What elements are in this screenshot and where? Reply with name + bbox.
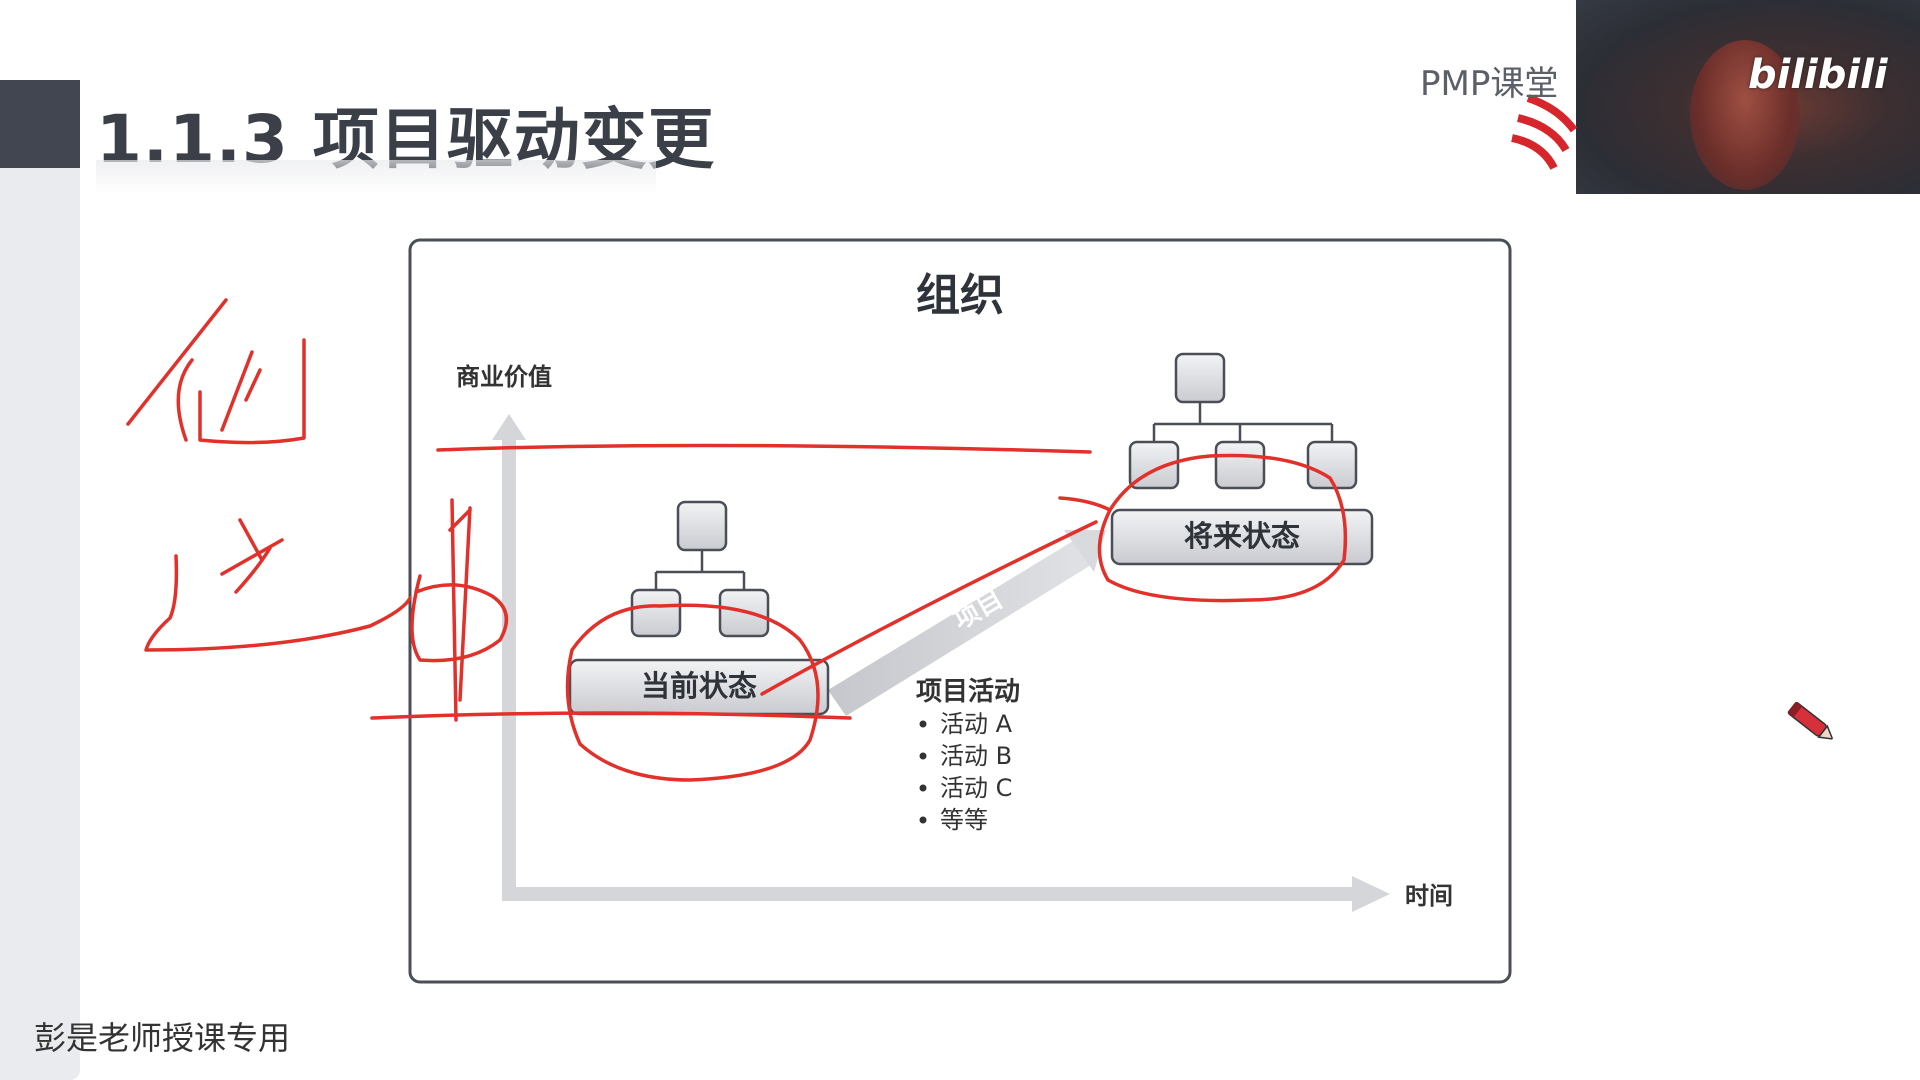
x-axis [502, 887, 1352, 901]
activities-title: 项目活动 [916, 677, 1020, 707]
course-logo-icon [1511, 94, 1578, 170]
activities-list: 活动 A 活动 B 活动 C 等等 [919, 710, 1013, 834]
y-axis-arrowhead [492, 414, 526, 440]
activity-item: 活动 B [940, 742, 1012, 770]
annotation-arrow-stroke [760, 496, 1112, 696]
project-arrow-head [1064, 530, 1106, 572]
title-reflection [96, 160, 656, 194]
x-axis-label: 时间 [1405, 882, 1453, 910]
organization-heading: 组织 [916, 270, 1004, 321]
title-accent-block [0, 80, 80, 168]
y-axis [502, 436, 516, 901]
annotation-circle-current [565, 603, 820, 782]
bilibili-logo: bilibili [1748, 52, 1888, 98]
pen-tool-icon[interactable] [1785, 698, 1840, 747]
annotation-baseline [370, 711, 852, 720]
handwritten-annotations [126, 298, 1348, 782]
annotation-circle-future [1097, 453, 1348, 603]
activity-item: 活动 A [940, 710, 1013, 738]
future-org-chart [1128, 352, 1358, 490]
project-arrow-band [828, 538, 1096, 716]
footer-note: 彭是老师授课专用 [34, 1019, 291, 1057]
future-state-label: 将来状态 [1184, 519, 1300, 553]
y-axis-label: 商业价值 [456, 363, 552, 391]
annotation-char-1 [126, 298, 306, 445]
annotation-hash [410, 498, 509, 722]
course-label: PMP课堂 [1420, 64, 1559, 104]
presenter-face [1690, 40, 1800, 190]
future-state-box [1110, 508, 1374, 566]
annotation-char-2 [144, 518, 412, 652]
annotation-top-line [436, 443, 1092, 454]
activity-item: 活动 C [940, 774, 1012, 802]
left-sidebar-panel [0, 80, 80, 1080]
x-axis-arrowhead [1352, 876, 1390, 912]
current-state-label: 当前状态 [641, 669, 757, 703]
activity-item: 等等 [940, 806, 988, 834]
